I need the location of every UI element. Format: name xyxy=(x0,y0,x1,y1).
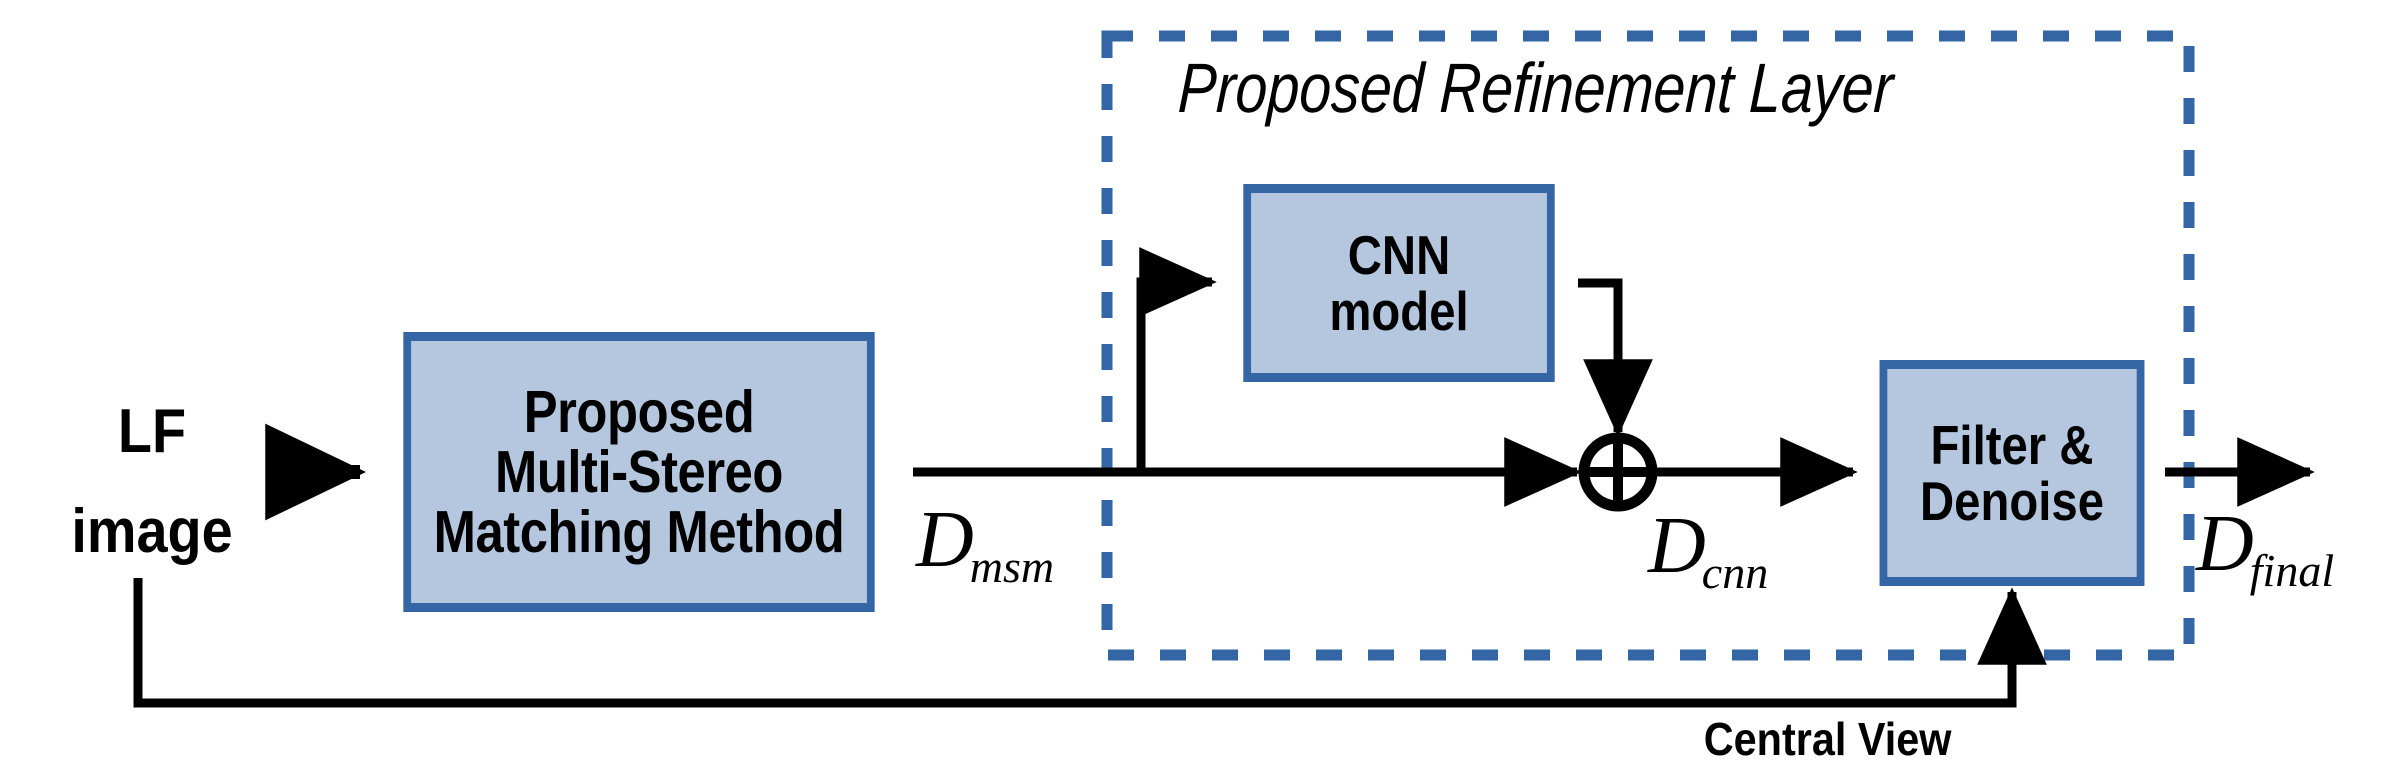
refinement-layer-dashed-border xyxy=(1101,30,2195,661)
input-label-line1: LF xyxy=(117,397,187,466)
input-label-line2: image xyxy=(71,497,233,567)
block-cnn-line1: CNN xyxy=(1347,223,1451,286)
summation-node xyxy=(1578,432,1658,512)
block-cnn-line2: model xyxy=(1329,280,1469,342)
signal-d-final-sub: final xyxy=(2249,545,2335,596)
central-view-label: Central View xyxy=(1703,713,1952,765)
signal-d-msm-base: D xyxy=(916,496,974,584)
refinement-layer-title: Proposed Refinement Layer xyxy=(1176,49,1895,127)
signal-d-final-base: D xyxy=(2196,500,2254,588)
connector-central-view-feedback xyxy=(133,578,2047,708)
block-msm-line3: Matching Method xyxy=(433,499,845,566)
block-filter-denoise[interactable]: Filter & Denoise xyxy=(1879,360,2145,586)
connector-cnn-to-sum xyxy=(1578,278,1653,437)
connector-msm-branch-to-cnn xyxy=(1136,247,1217,472)
block-msm-line1: Proposed xyxy=(523,378,755,445)
signal-d-msm-sub: msm xyxy=(969,541,1055,592)
block-multi-stereo-matching[interactable]: Proposed Multi-Stereo Matching Method xyxy=(403,332,875,612)
block-msm-line2: Multi-Stereo xyxy=(494,438,784,505)
signal-d-cnn-sub: cnn xyxy=(1701,547,1769,598)
block-filter-line2: Denoise xyxy=(1919,470,2105,532)
block-filter-line1: Filter & xyxy=(1930,413,2094,476)
signal-label-d-msm: Dmsm xyxy=(916,500,1058,590)
input-label: LF image xyxy=(62,382,242,583)
signal-label-d-final: Dfinal xyxy=(2196,504,2338,594)
signal-label-d-cnn: Dcnn xyxy=(1648,506,1772,596)
block-cnn-model[interactable]: CNN model xyxy=(1243,184,1555,382)
signal-d-cnn-base: D xyxy=(1648,502,1706,590)
